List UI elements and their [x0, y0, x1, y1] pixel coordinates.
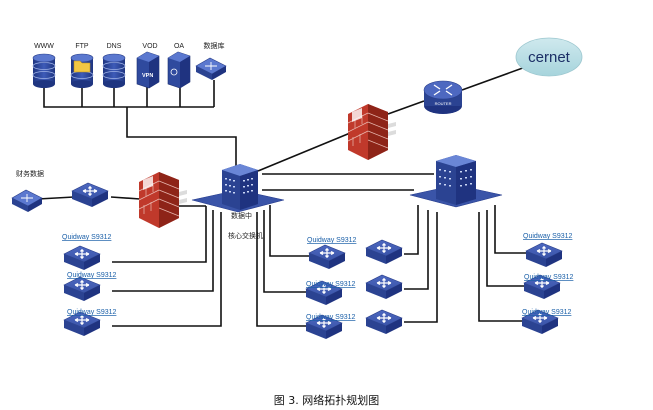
switch-midright-1 [365, 239, 403, 265]
router-arrows-icon [433, 84, 453, 96]
building-windows-icon [439, 169, 472, 187]
switch-model-label: Quidway S9312 [62, 234, 112, 241]
building-windows-icon [225, 178, 253, 194]
firewall-module-icon [170, 68, 178, 76]
switch-left-2: Quidway S9312 [63, 272, 117, 302]
switch-model-label: Quidway S9312 [306, 314, 356, 321]
vpn-icon: VPN [142, 73, 153, 79]
switch-right-2: Quidway S9312 [523, 274, 574, 300]
server-oa: OA [167, 43, 191, 89]
switch-model-label: Quidway S9312 [67, 272, 117, 279]
server-vod-label: VOD [142, 43, 157, 50]
switch-model-label: Quidway S9312 [523, 233, 573, 240]
core-switch-label-2: 核心交换机 [228, 231, 263, 240]
switch-midright-2 [365, 274, 403, 300]
cernet-cloud: cernet [515, 37, 583, 77]
switch-left-1: Quidway S9312 [62, 234, 112, 271]
network-topology-diagram: WWW FTP DNS VPN VOD OA 数据库 [11, 37, 583, 340]
folder-icon [73, 60, 91, 73]
server-db-label: 数据库 [204, 41, 225, 50]
core-switch-1: 数据中 核心交换机 [191, 164, 285, 240]
server-vod: VPN VOD [136, 43, 160, 89]
finance-switch [71, 182, 109, 208]
switch-model-label: Quidway S9312 [306, 281, 356, 288]
server-ftp: FTP [70, 43, 94, 88]
switch-model-label: Quidway S9312 [522, 309, 572, 316]
switch-model-label: Quidway S9312 [307, 237, 357, 244]
switch-right-3: Quidway S9312 [521, 309, 572, 335]
core-switch-2 [409, 155, 503, 208]
server-dns: DNS [102, 43, 126, 88]
server-oa-label: OA [174, 43, 184, 50]
finance-data-label: 财务数据 [16, 169, 44, 178]
finance-data-node: 财务数据 [11, 169, 44, 212]
firewall-flame-icon [388, 122, 396, 136]
connection-lines [37, 64, 532, 327]
switch-model-label: Quidway S9312 [524, 274, 574, 281]
server-www-label: WWW [34, 43, 54, 50]
server-ftp-label: FTP [75, 43, 89, 50]
core-switch-label-1: 数据中 [231, 211, 252, 220]
switch-midleft-3: Quidway S9312 [305, 314, 356, 340]
switch-model-label: Quidway S9312 [67, 309, 117, 316]
figure-caption: 图 3. 网络拓扑规划图 [273, 394, 380, 407]
switch-midleft-2: Quidway S9312 [305, 280, 356, 306]
router-label: ROUTER [435, 101, 452, 106]
switch-midright-3 [365, 309, 403, 335]
server-www: WWW [32, 43, 56, 88]
server-db: 数据库 [195, 41, 227, 80]
switch-right-1: Quidway S9312 [523, 233, 573, 268]
switch-left-3: Quidway S9312 [63, 309, 117, 337]
cloud-label: cernet [528, 49, 571, 66]
firewall-top [347, 104, 396, 160]
firewall-flame-icon [179, 190, 187, 204]
server-dns-label: DNS [107, 43, 122, 50]
router: ROUTER [423, 80, 463, 114]
firewall-left [138, 172, 187, 228]
switch-midleft-1: Quidway S9312 [307, 237, 357, 270]
